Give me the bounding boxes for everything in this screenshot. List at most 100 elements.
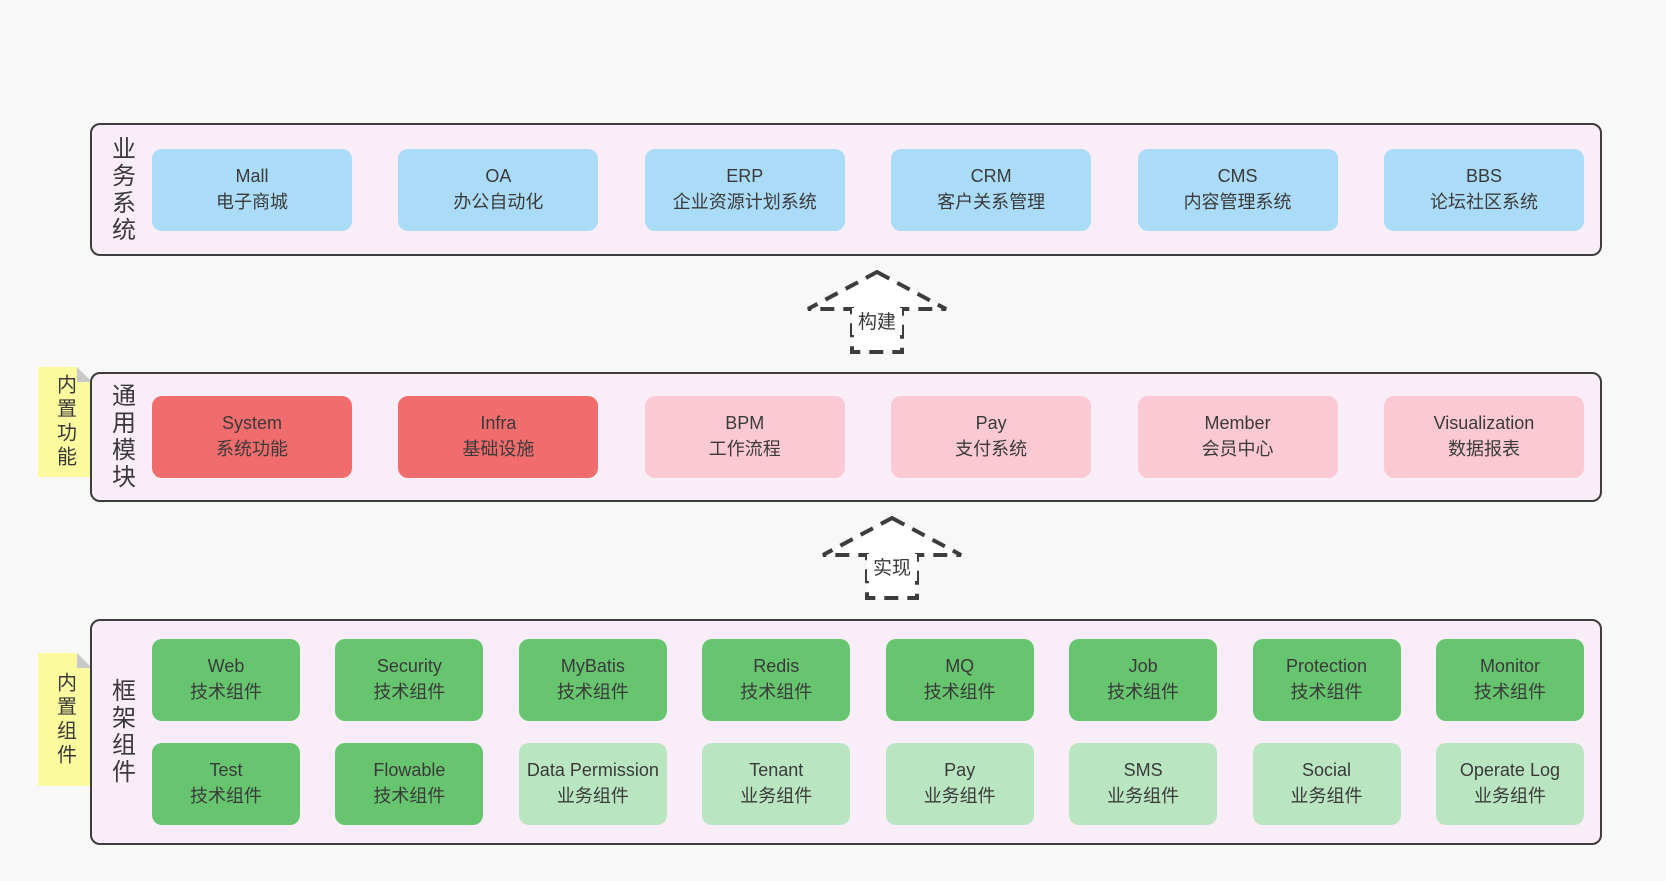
box-name: Web [207, 656, 245, 677]
layer-label-common-modules: 通用模块 [107, 383, 135, 491]
box-job: Job 技术组件 [1069, 639, 1218, 721]
box-subtitle: 基础设施 [462, 439, 535, 459]
box-subtitle: 业务组件 [740, 786, 813, 806]
box-oa: OA 办公自动化 [398, 148, 599, 231]
box-name: Member [1204, 413, 1271, 434]
framework-row-1: Web 技术组件 Security 技术组件 MyBatis 技术组件 Redi… [152, 639, 1584, 721]
box-subtitle: 客户关系管理 [937, 191, 1046, 212]
sticky-note-builtin-components: 内置组件 [38, 653, 92, 786]
box-subtitle: 论坛社区系统 [1429, 191, 1538, 212]
box-protection: Protection 技术组件 [1252, 639, 1401, 721]
sticky-note-text: 内置功能 [53, 374, 76, 470]
box-subtitle: 业务组件 [1290, 786, 1363, 806]
box-name: Test [209, 760, 243, 781]
box-subtitle: 办公自动化 [453, 191, 544, 212]
box-social: Social 业务组件 [1252, 743, 1401, 825]
box-name: Pay [944, 760, 976, 781]
box-member: Member 会员中心 [1137, 396, 1338, 478]
box-name: Flowable [373, 760, 446, 781]
box-name: Redis [753, 656, 800, 677]
box-name: SMS [1123, 760, 1163, 781]
box-subtitle: 技术组件 [1473, 682, 1546, 702]
box-name: Mall [235, 165, 269, 186]
box-name: Monitor [1479, 656, 1540, 677]
box-name: Security [376, 656, 442, 677]
box-system: System 系统功能 [152, 396, 352, 478]
box-bpm: BPM 工作流程 [644, 396, 845, 478]
box-name: BBS [1465, 165, 1502, 186]
box-operate-log: Operate Log 业务组件 [1435, 743, 1584, 825]
box-name: MyBatis [560, 656, 625, 677]
box-name: OA [485, 165, 512, 186]
box-monitor: Monitor 技术组件 [1435, 639, 1584, 721]
box-name: Pay [975, 413, 1007, 434]
box-name: Protection [1286, 656, 1368, 677]
box-name: Social [1302, 760, 1352, 781]
build-arrow-up-icon: 构建 [804, 268, 950, 356]
box-crm: CRM 客户关系管理 [891, 148, 1092, 231]
layer-label-business-systems: 业务系统 [107, 135, 135, 244]
box-mybatis: MyBatis 技术组件 [518, 639, 667, 721]
box-subtitle: 业务组件 [1473, 786, 1546, 806]
framework-row-2: Test 技术组件 Flowable 技术组件 Data Permission … [152, 743, 1584, 825]
box-subtitle: 技术组件 [740, 682, 813, 702]
box-test: Test 技术组件 [152, 743, 300, 825]
common-modules-row: System 系统功能 Infra 基础设施 BPM 工作流程 Pay 支付系统… [152, 374, 1584, 500]
box-subtitle: 技术组件 [190, 682, 262, 702]
box-redis: Redis 技术组件 [702, 639, 851, 721]
box-tenant: Tenant 业务组件 [702, 743, 851, 825]
box-name: Data Permission [526, 760, 659, 781]
box-name: Tenant [749, 760, 804, 781]
box-subtitle: 工作流程 [708, 439, 781, 459]
box-flowable: Flowable 技术组件 [335, 743, 484, 825]
box-name: Job [1128, 656, 1158, 677]
box-name: Visualization [1433, 413, 1535, 434]
box-subtitle: 技术组件 [1107, 682, 1180, 702]
implement-arrow-up-icon: 实现 [819, 514, 965, 602]
implement-arrow-label: 实现 [873, 557, 911, 579]
box-data-permission: Data Permission 业务组件 [518, 743, 667, 825]
sticky-note-builtin-features: 内置功能 [38, 367, 92, 477]
box-subtitle: 内容管理系统 [1183, 191, 1292, 212]
box-name: ERP [726, 165, 764, 186]
box-subtitle: 技术组件 [923, 682, 996, 702]
box-subtitle: 数据报表 [1447, 439, 1520, 459]
box-subtitle: 电子商城 [216, 191, 288, 212]
box-mall: Mall 电子商城 [152, 148, 352, 231]
box-name: BPM [725, 413, 765, 434]
box-mq: MQ 技术组件 [885, 639, 1034, 721]
layer-common-modules: 通用模块 System 系统功能 Infra 基础设施 BPM 工作流程 Pay… [90, 372, 1602, 502]
box-sms: SMS 业务组件 [1069, 743, 1218, 825]
box-subtitle: 会员中心 [1201, 439, 1274, 459]
box-subtitle: 系统功能 [216, 439, 288, 459]
box-infra: Infra 基础设施 [398, 396, 599, 478]
box-name: System [221, 413, 282, 434]
box-subtitle: 业务组件 [1107, 786, 1180, 806]
box-name: CRM [970, 165, 1012, 186]
layer-business-systems: 业务系统 Mall 电子商城 OA 办公自动化 ERP 企业资源计划系统 CRM… [90, 123, 1602, 256]
box-subtitle: 技术组件 [373, 786, 446, 806]
box-bbs: BBS 论坛社区系统 [1383, 148, 1584, 231]
box-subtitle: 技术组件 [190, 786, 262, 806]
box-subtitle: 企业资源计划系统 [672, 191, 817, 212]
box-cms: CMS 内容管理系统 [1137, 148, 1338, 231]
layer-framework-components: 框架组件 Web 技术组件 Security 技术组件 MyBatis 技术组件… [90, 619, 1602, 845]
build-arrow-label: 构建 [858, 311, 896, 333]
box-security: Security 技术组件 [335, 639, 484, 721]
box-name: Operate Log [1459, 760, 1560, 781]
box-subtitle: 技术组件 [556, 682, 629, 702]
box-subtitle: 支付系统 [955, 439, 1028, 459]
box-pay-biz: Pay 业务组件 [885, 743, 1034, 825]
box-name: Infra [480, 413, 517, 434]
box-subtitle: 技术组件 [1290, 682, 1363, 702]
box-visualization: Visualization 数据报表 [1383, 396, 1584, 478]
box-web: Web 技术组件 [152, 639, 300, 721]
layer-label-framework-components: 框架组件 [107, 678, 135, 786]
box-subtitle: 业务组件 [923, 786, 996, 806]
framework-components-grid: Web 技术组件 Security 技术组件 MyBatis 技术组件 Redi… [152, 621, 1584, 843]
box-pay: Pay 支付系统 [891, 396, 1092, 478]
box-subtitle: 技术组件 [373, 682, 446, 702]
box-subtitle: 业务组件 [556, 786, 629, 806]
box-name: MQ [945, 656, 975, 677]
